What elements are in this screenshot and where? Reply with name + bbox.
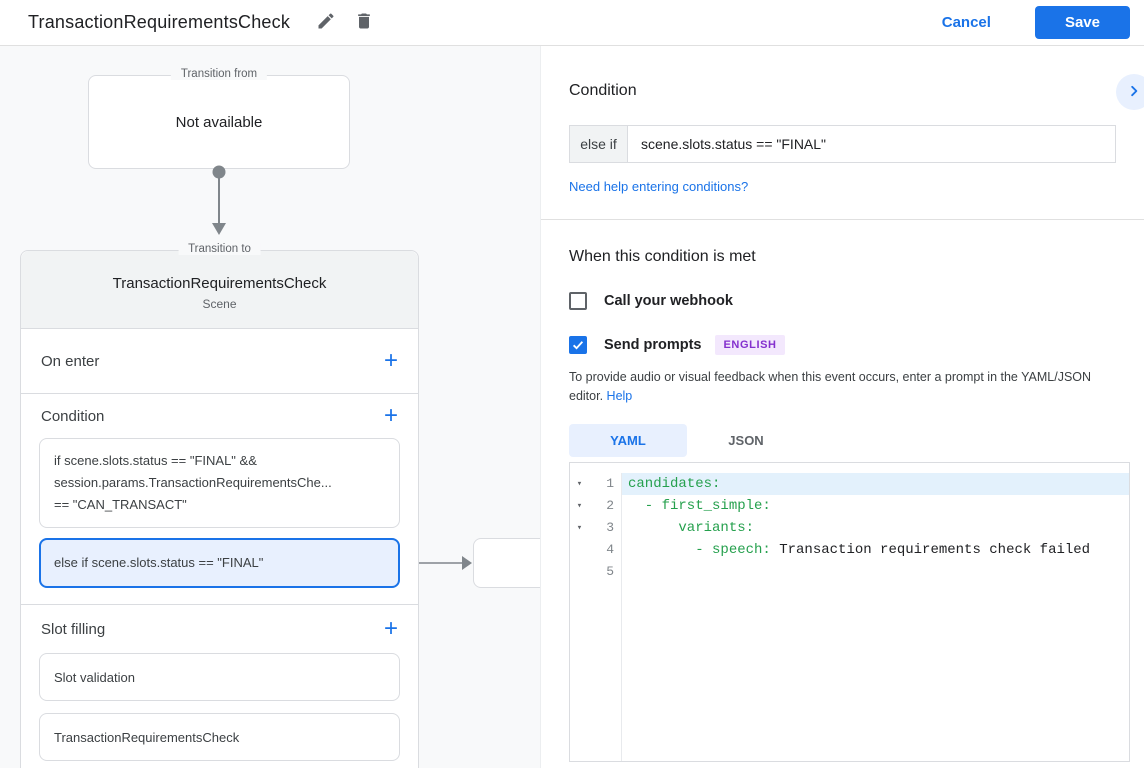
trash-icon <box>354 11 374 34</box>
add-slot-icon[interactable]: + <box>383 615 398 642</box>
main-area: Transition from Not available Transition… <box>0 46 1144 768</box>
editor-filler <box>570 583 1129 761</box>
tab-yaml[interactable]: YAML <box>569 424 687 457</box>
line-number: 5 <box>606 564 614 579</box>
code-token: - first_simple: <box>628 498 771 514</box>
transition-target-node[interactable] <box>473 538 540 588</box>
send-prompts-label: Send prompts <box>604 337 702 353</box>
condition-expression-input[interactable] <box>627 125 1116 163</box>
condition-help-link[interactable]: Need help entering conditions? <box>569 179 749 194</box>
send-prompts-row: Send prompts ENGLISH <box>569 335 1116 355</box>
prompts-description-text: To provide audio or visual feedback when… <box>569 370 1092 403</box>
prompts-description: To provide audio or visual feedback when… <box>569 368 1116 406</box>
editor-line-5: 5 <box>570 561 1129 583</box>
editor-line-3: ▾3 variants: <box>570 517 1129 539</box>
transition-from-legend: Transition from <box>170 68 268 80</box>
cancel-button[interactable]: Cancel <box>941 14 991 31</box>
scene-card-header[interactable]: TransactionRequirementsCheck Scene <box>21 251 418 329</box>
line-number: 4 <box>606 542 614 557</box>
condition-box-line: == "CAN_TRANSACT" <box>54 497 187 512</box>
condition-section: Condition + if scene.slots.status == "FI… <box>21 394 418 605</box>
code-line[interactable]: - speech: Transaction requirements check… <box>622 539 1129 561</box>
add-on-enter-icon[interactable]: + <box>383 347 398 374</box>
chevron-right-icon <box>1123 80 1144 105</box>
editor-line-2: ▾2 - first_simple: <box>570 495 1129 517</box>
code-line[interactable]: - first_simple: <box>622 495 1129 517</box>
editor-gutter: ▾2 <box>570 495 622 517</box>
fold-arrow-empty <box>570 561 589 583</box>
condition-panel: Condition else if Need help entering con… <box>540 46 1144 768</box>
condition-box-2[interactable]: else if scene.slots.status == "FINAL" <box>39 538 400 588</box>
condition-box-line: session.params.TransactionRequirementsCh… <box>54 475 332 490</box>
condition-met-title: When this condition is met <box>569 248 756 265</box>
webhook-label: Call your webhook <box>604 293 733 309</box>
condition-list: if scene.slots.status == "FINAL" && sessi… <box>21 438 418 604</box>
condition-prefix: else if <box>569 125 627 163</box>
code-token: variants: <box>628 520 755 536</box>
webhook-row: Call your webhook <box>569 292 1116 310</box>
editor-format-tabs: YAML JSON <box>569 424 1116 457</box>
transition-from-content: Not available <box>175 113 263 131</box>
scene-card: Transition to TransactionRequirementsChe… <box>20 243 419 768</box>
fold-arrow-icon[interactable]: ▾ <box>576 479 583 489</box>
code-token: - speech: <box>628 542 771 558</box>
code-token: Transaction requirements check failed <box>770 542 1091 558</box>
code-line[interactable] <box>622 561 1129 583</box>
top-bar: TransactionRequirementsCheck Cancel Save <box>0 0 1144 46</box>
slot-box-1[interactable]: Slot validation <box>39 653 400 701</box>
on-enter-section: On enter + <box>21 329 418 394</box>
page-title: TransactionRequirementsCheck <box>28 12 291 32</box>
code-line[interactable]: variants: <box>622 517 1129 539</box>
panel-divider <box>541 219 1144 220</box>
add-condition-icon[interactable]: + <box>383 402 398 429</box>
panel-title: Condition <box>569 82 637 99</box>
editor-gutter: ▾3 <box>570 517 622 539</box>
webhook-checkbox[interactable] <box>569 292 587 310</box>
editor-gutter: 4 <box>570 539 622 561</box>
line-number: 1 <box>606 476 614 491</box>
scene-name: TransactionRequirementsCheck <box>112 275 327 292</box>
scene-type-label: Scene <box>202 297 237 311</box>
line-number: 3 <box>606 520 614 535</box>
line-number: 2 <box>606 498 614 513</box>
slot-box-2[interactable]: TransactionRequirementsCheck <box>39 713 400 761</box>
transition-from-node: Transition from Not available <box>88 68 350 169</box>
code-line[interactable]: candidates: <box>622 473 1129 495</box>
code-token: candidates: <box>628 476 721 492</box>
condition-box-line: if scene.slots.status == "FINAL" && <box>54 453 257 468</box>
editor-gutter: ▾1 <box>570 473 622 495</box>
edit-title-button[interactable] <box>316 11 336 34</box>
pencil-icon <box>316 11 336 34</box>
language-badge: ENGLISH <box>715 335 785 355</box>
condition-expression-row: else if <box>569 125 1116 163</box>
condition-section-label: Condition <box>41 407 105 425</box>
collapse-panel-button[interactable] <box>1116 74 1144 110</box>
tab-json[interactable]: JSON <box>728 433 764 448</box>
editor-gutter <box>570 583 622 761</box>
on-enter-label: On enter <box>41 352 100 370</box>
scene-flow-diagram: Transition from Not available Transition… <box>0 46 540 768</box>
transition-to-legend: Transition to <box>178 243 261 255</box>
editor-gutter: 5 <box>570 561 622 583</box>
slot-filling-label: Slot filling <box>41 620 106 638</box>
editor-line-4: 4 - speech: Transaction requirements che… <box>570 539 1129 561</box>
fold-arrow-icon[interactable]: ▾ <box>576 523 583 533</box>
condition-box-line: else if scene.slots.status == "FINAL" <box>54 555 264 570</box>
save-button[interactable]: Save <box>1034 6 1130 39</box>
fold-arrow-icon[interactable]: ▾ <box>576 501 583 511</box>
editor-empty-area[interactable] <box>622 583 1129 761</box>
prompts-help-link[interactable]: Help <box>606 389 633 403</box>
condition-box-1[interactable]: if scene.slots.status == "FINAL" && sessi… <box>39 438 400 528</box>
send-prompts-checkbox[interactable] <box>569 336 587 354</box>
fold-arrow-empty <box>570 539 589 561</box>
delete-scene-button[interactable] <box>354 11 374 34</box>
